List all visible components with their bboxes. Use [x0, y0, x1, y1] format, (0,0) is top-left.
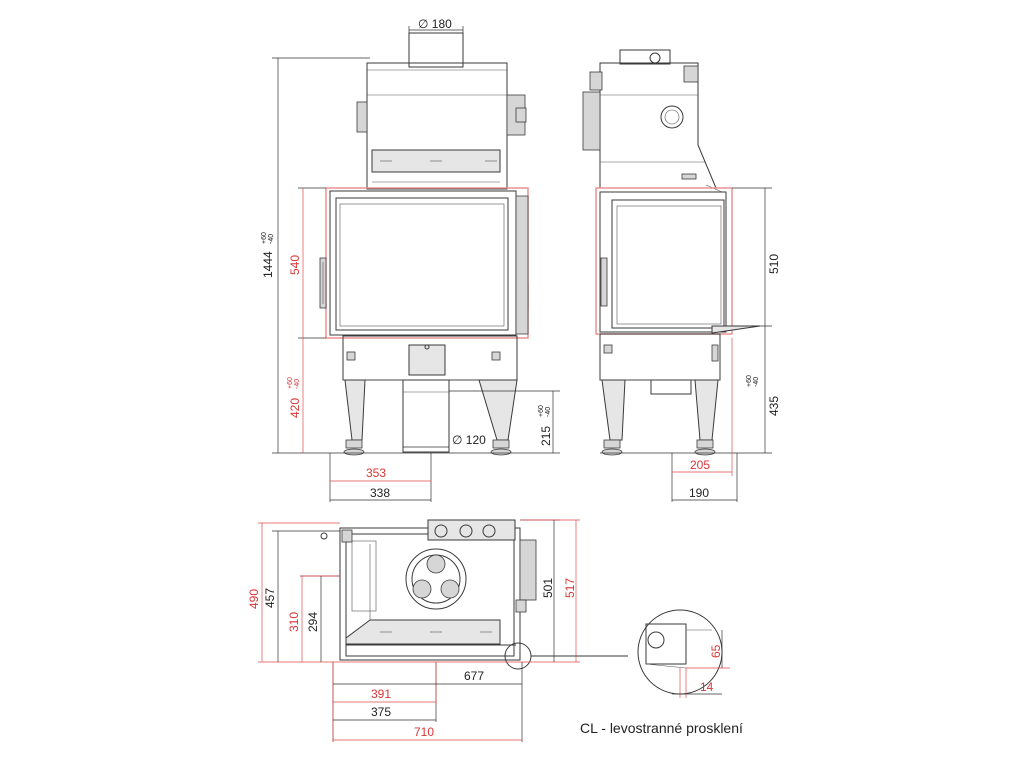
- side-base-height-435: 435: [767, 396, 781, 416]
- air-inlet-height-215: 215: [539, 426, 553, 446]
- side-view: 510 435 +60 -40 205 190: [582, 49, 781, 502]
- flue-diameter-label: ∅ 180: [418, 17, 452, 31]
- plan-depth-457: 457: [263, 588, 277, 608]
- firebox-outline: [325, 187, 529, 339]
- svg-text:-40: -40: [545, 407, 552, 417]
- detail-height-65: 65: [709, 644, 723, 658]
- width-353: 353: [366, 466, 386, 480]
- plan-width-677: 677: [464, 669, 484, 683]
- door-height-540: 540: [288, 255, 302, 275]
- air-box: [408, 344, 446, 376]
- plan-inner-310: 310: [287, 612, 301, 632]
- door-glass: [335, 197, 509, 331]
- height-1444: 1444: [261, 251, 275, 278]
- plan-width-375: 375: [371, 705, 391, 719]
- svg-text:+60: +60: [261, 232, 268, 244]
- plan-depth-501: 501: [541, 578, 555, 598]
- width-338: 338: [370, 486, 390, 500]
- detail-offset-14: 14: [700, 680, 714, 694]
- svg-text:-40: -40: [268, 234, 275, 244]
- detail-view: 65 14: [531, 609, 730, 698]
- flue-collar: [408, 32, 464, 68]
- air-duct: [402, 379, 450, 453]
- plan-depth-490: 490: [247, 589, 261, 609]
- svg-text:+60: +60: [746, 375, 753, 387]
- plan-flue-ring: [405, 548, 467, 610]
- plan-width-710: 710: [414, 725, 434, 739]
- plan-depth-517: 517: [563, 578, 577, 598]
- side-depth-205: 205: [690, 458, 710, 472]
- plan-inner-294: 294: [306, 612, 320, 632]
- side-door-height-510: 510: [767, 254, 781, 274]
- side-depth-190: 190: [689, 486, 709, 500]
- base-height-420: 420: [288, 398, 302, 418]
- plan-view: 490 457 310 294 501 517 677 391 375 710: [247, 519, 580, 742]
- right-leg: [478, 379, 518, 441]
- svg-text:-40: -40: [753, 377, 760, 387]
- side-firebox-outline: [595, 187, 733, 335]
- front-view: ∅ 180: [261, 17, 560, 502]
- left-leg: [344, 379, 366, 441]
- svg-text:-40: -40: [294, 379, 301, 389]
- svg-text:+60: +60: [538, 405, 545, 417]
- caption: CL - levostranné prosklení: [580, 720, 743, 736]
- plan-width-391: 391: [371, 687, 391, 701]
- svg-text:+60: +60: [287, 377, 294, 389]
- side-inspection-port: [660, 105, 684, 129]
- side-upper-body: [599, 62, 717, 189]
- plan-glass-corner: [345, 619, 501, 645]
- air-inlet-diameter: ∅ 120: [452, 433, 486, 447]
